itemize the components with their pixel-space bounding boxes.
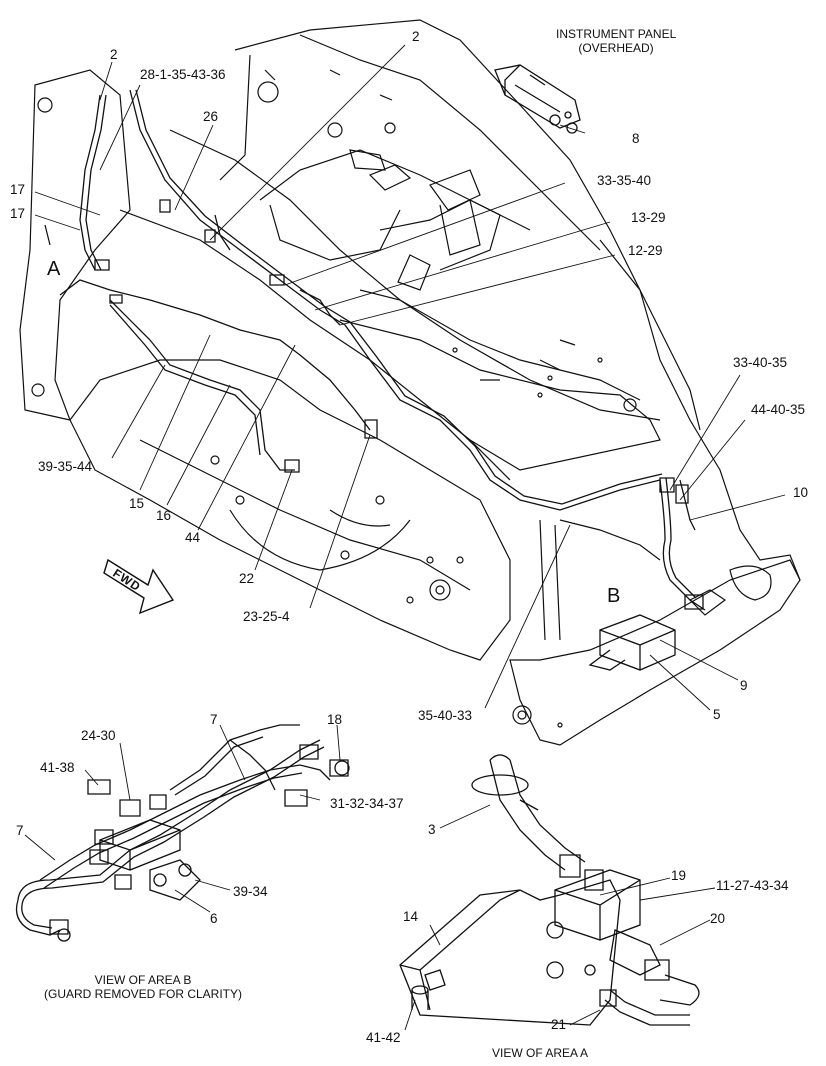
callout-44-40-35: 44-40-35 xyxy=(751,402,806,417)
view-area-b-line2: (GUARD REMOVED FOR CLARITY) xyxy=(43,987,242,1001)
callout-23-25-4: 23-25-4 xyxy=(243,609,290,624)
callout-18: 18 xyxy=(327,712,343,727)
machine-frame-drawing xyxy=(20,20,800,745)
view-area-b-drawing xyxy=(17,725,350,941)
callout-10: 10 xyxy=(793,485,809,500)
callout-7-top: 7 xyxy=(210,712,218,727)
area-b-marker: B xyxy=(607,585,621,607)
callout-13-29: 13-29 xyxy=(631,210,666,225)
callout-16: 16 xyxy=(156,508,172,523)
callout-26: 26 xyxy=(203,109,219,124)
callout-21: 21 xyxy=(551,1017,567,1032)
view-area-b-line1: VIEW OF AREA B xyxy=(94,973,192,987)
leader-lines xyxy=(25,45,785,1030)
callout-5: 5 xyxy=(713,707,721,722)
callout-17-a: 17 xyxy=(10,182,26,197)
instrument-panel-line2: (OVERHEAD) xyxy=(578,41,654,55)
callout-19: 19 xyxy=(671,868,687,883)
callout-14: 14 xyxy=(403,909,419,924)
instrument-panel-caption: INSTRUMENT PANEL (OVERHEAD) xyxy=(556,27,676,55)
callout-8: 8 xyxy=(632,131,640,146)
callout-3: 3 xyxy=(428,822,436,837)
callout-15: 15 xyxy=(129,496,145,511)
callout-11-27-43-34: 11-27-43-34 xyxy=(716,878,789,893)
callout-2-top: 2 xyxy=(412,29,420,44)
callout-28-1-35-43-36: 28-1-35-43-36 xyxy=(140,67,226,82)
view-area-b-caption: VIEW OF AREA B (GUARD REMOVED FOR CLARIT… xyxy=(28,973,258,1001)
callout-44: 44 xyxy=(185,530,201,545)
callout-2-left: 2 xyxy=(110,47,118,62)
callout-31-32-34-37: 31-32-34-37 xyxy=(330,796,404,811)
fwd-arrow xyxy=(104,560,173,613)
hydraulic-lines xyxy=(60,90,705,610)
callout-20: 20 xyxy=(710,911,726,926)
callout-33-40-35: 33-40-35 xyxy=(733,355,788,370)
callout-12-29: 12-29 xyxy=(628,243,663,258)
callout-39-34: 39-34 xyxy=(233,884,268,899)
callout-41-38: 41-38 xyxy=(40,760,75,775)
callout-35-40-33: 35-40-33 xyxy=(418,708,473,723)
callout-39-35-44: 39-35-44 xyxy=(38,459,93,474)
callout-22: 22 xyxy=(239,571,255,586)
callout-7-left: 7 xyxy=(16,823,24,838)
instrument-panel-line1: INSTRUMENT PANEL xyxy=(556,27,677,41)
callout-9: 9 xyxy=(740,678,748,693)
view-area-a-caption: VIEW OF AREA A xyxy=(491,1046,589,1060)
callout-6: 6 xyxy=(210,911,218,926)
valve-block-b xyxy=(590,615,675,670)
instrument-panel-drawing xyxy=(495,65,580,133)
callout-24-30: 24-30 xyxy=(81,728,116,743)
area-a-marker: A xyxy=(47,258,61,280)
callout-17-b: 17 xyxy=(10,206,26,221)
callout-33-35-40: 33-35-40 xyxy=(597,173,652,188)
view-area-a-drawing xyxy=(400,755,699,1025)
callout-41-42: 41-42 xyxy=(366,1030,401,1045)
